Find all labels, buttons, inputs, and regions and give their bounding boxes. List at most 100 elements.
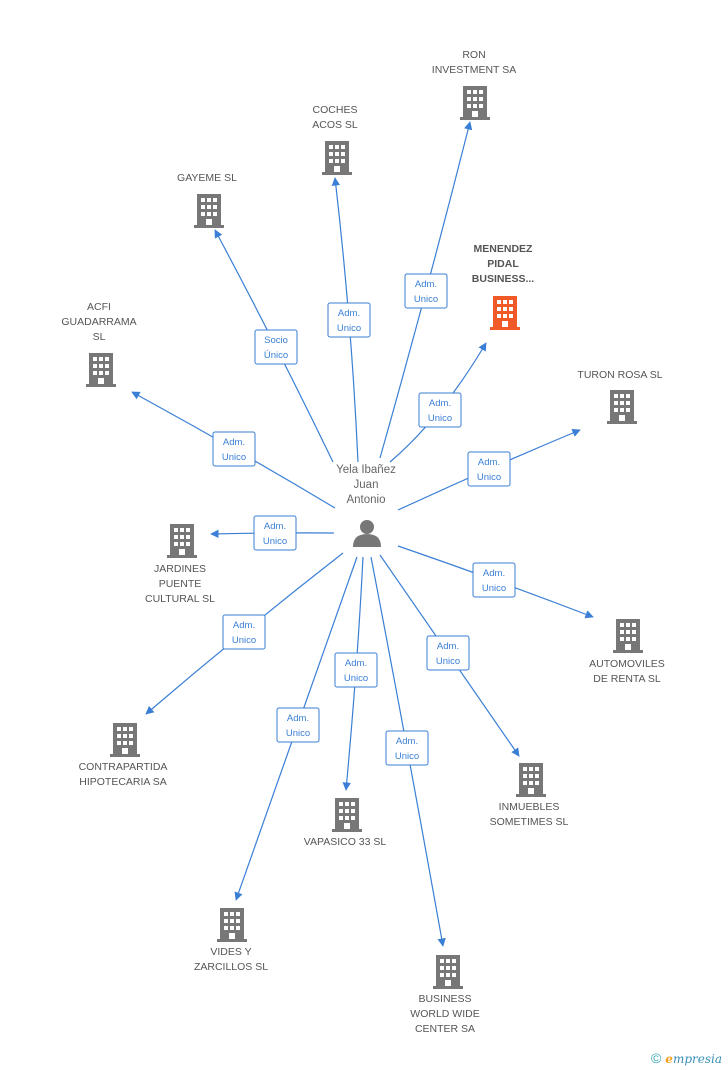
company-name: SOMETIMES SL xyxy=(490,816,569,828)
relation-text: Único xyxy=(264,350,288,361)
company-name: PUENTE xyxy=(159,578,202,590)
relation-text: Unico xyxy=(482,583,506,594)
company-name: COCHES xyxy=(313,104,358,116)
relation-box xyxy=(327,302,371,338)
relation-text: Unico xyxy=(263,536,287,547)
relation-text: Unico xyxy=(232,635,256,646)
relation-box xyxy=(334,652,378,688)
building-icon xyxy=(460,86,490,120)
relation-label-ron[interactable]: Adm. Unico xyxy=(404,273,448,309)
person-name: Juan xyxy=(354,479,379,491)
relation-text: Adm. xyxy=(415,279,437,290)
building-icon xyxy=(217,908,247,942)
person-name: Yela Ibañez xyxy=(336,464,396,476)
company-node-vapasico[interactable]: VAPASICO 33 SL xyxy=(304,798,387,848)
company-node-acfi[interactable]: ACFI GUADARRAMA SL xyxy=(61,301,137,387)
relation-box xyxy=(472,562,516,598)
company-node-inmuebles[interactable]: INMUEBLES SOMETIMES SL xyxy=(490,763,569,828)
company-node-jardines[interactable]: JARDINES PUENTE CULTURAL SL xyxy=(145,524,215,605)
company-name: RON xyxy=(462,49,485,61)
company-node-automoviles[interactable]: AUTOMOVILES DE RENTA SL xyxy=(589,619,665,685)
relation-text: Adm. xyxy=(345,658,367,669)
relation-box xyxy=(467,451,511,487)
building-icon xyxy=(613,619,643,653)
relation-text: Adm. xyxy=(264,521,286,532)
company-node-coches[interactable]: COCHES ACOS SL xyxy=(312,104,358,175)
company-name: ZARCILLOS SL xyxy=(194,961,268,973)
company-name: AUTOMOVILES xyxy=(589,658,665,670)
relation-label-contrapartida[interactable]: Adm.Unico xyxy=(222,614,266,650)
relation-text: Unico xyxy=(436,656,460,667)
company-node-gayeme[interactable]: GAYEME SL xyxy=(177,172,237,228)
relation-label-coches[interactable]: Adm. Unico xyxy=(327,302,371,338)
company-name: SL xyxy=(93,331,106,343)
company-name: ACOS SL xyxy=(312,119,358,131)
relation-text: Adm. xyxy=(287,713,309,724)
relation-text: Unico xyxy=(477,472,501,483)
relation-text: Socio xyxy=(264,335,288,346)
company-name: GUADARRAMA xyxy=(61,316,136,328)
relation-label-inmuebles[interactable]: Adm. Unico xyxy=(426,635,470,671)
copyright-icon: © xyxy=(650,1050,662,1066)
relation-box xyxy=(404,273,448,309)
company-name: INVESTMENT SA xyxy=(432,64,516,76)
company-name: DE RENTA SL xyxy=(593,673,661,685)
relation-text: Unico xyxy=(286,728,310,739)
relation-box xyxy=(385,730,429,766)
company-name: PIDAL xyxy=(487,258,519,270)
relation-text: Adm. xyxy=(429,398,451,409)
company-node-vides[interactable]: VIDES Y ZARCILLOS SL xyxy=(194,908,268,973)
company-name: MENENDEZ xyxy=(474,243,534,255)
relation-label-business[interactable]: Adm. Unico xyxy=(385,730,429,766)
building-icon xyxy=(516,763,546,797)
company-name: VIDES Y xyxy=(210,946,251,958)
relation-text: Unico xyxy=(344,673,368,684)
building-icon xyxy=(433,955,463,989)
relation-label-jardines[interactable]: Adm. Unico xyxy=(253,515,297,551)
company-name: ACFI xyxy=(87,301,111,313)
building-icon xyxy=(332,798,362,832)
person-name: Antonio xyxy=(346,494,385,506)
company-name: JARDINES xyxy=(154,563,206,575)
relation-text: Unico xyxy=(428,413,452,424)
building-icon xyxy=(194,194,224,228)
relation-label-turon[interactable]: Adm. Unico xyxy=(467,451,511,487)
relation-label-menendez[interactable]: Adm. Unico xyxy=(418,392,462,428)
relation-label-vapasico[interactable]: Adm. Unico xyxy=(334,652,378,688)
company-name: VAPASICO 33 SL xyxy=(304,836,387,848)
relation-text: Unico xyxy=(222,452,246,463)
relation-text: Adm. xyxy=(338,308,360,319)
relation-label-vides[interactable]: Adm. Unico xyxy=(276,707,320,743)
building-icon xyxy=(322,141,352,175)
relation-box xyxy=(426,635,470,671)
company-name: BUSINESS... xyxy=(472,273,535,285)
relation-box xyxy=(212,431,256,467)
company-name: INMUEBLES xyxy=(499,801,560,813)
relation-label-acfi[interactable]: Adm. Unico xyxy=(212,431,256,467)
relation-text: Adm. xyxy=(396,736,418,747)
relation-text: Unico xyxy=(337,323,361,334)
relation-text: Adm. xyxy=(437,641,459,652)
company-node-ron[interactable]: RON INVESTMENT SA xyxy=(432,49,516,120)
relation-box xyxy=(418,392,462,428)
relation-box xyxy=(222,614,266,650)
relation-text: Adm. xyxy=(223,437,245,448)
company-node-turon[interactable]: TURON ROSA SL xyxy=(577,369,663,424)
relation-text: Adm. xyxy=(478,457,500,468)
company-name: HIPOTECARIA SA xyxy=(79,776,167,788)
company-name: CENTER SA xyxy=(415,1023,475,1035)
building-icon xyxy=(607,390,637,424)
relation-box xyxy=(276,707,320,743)
relation-text: Unico xyxy=(414,294,438,305)
company-name: CULTURAL SL xyxy=(145,593,215,605)
relation-box xyxy=(254,329,298,365)
relation-label-automoviles[interactable]: Adm.Unico xyxy=(472,562,516,598)
building-icon xyxy=(110,723,140,757)
relation-text: Unico xyxy=(395,751,419,762)
company-node-menendez[interactable]: MENENDEZ PIDAL BUSINESS... xyxy=(472,243,535,330)
